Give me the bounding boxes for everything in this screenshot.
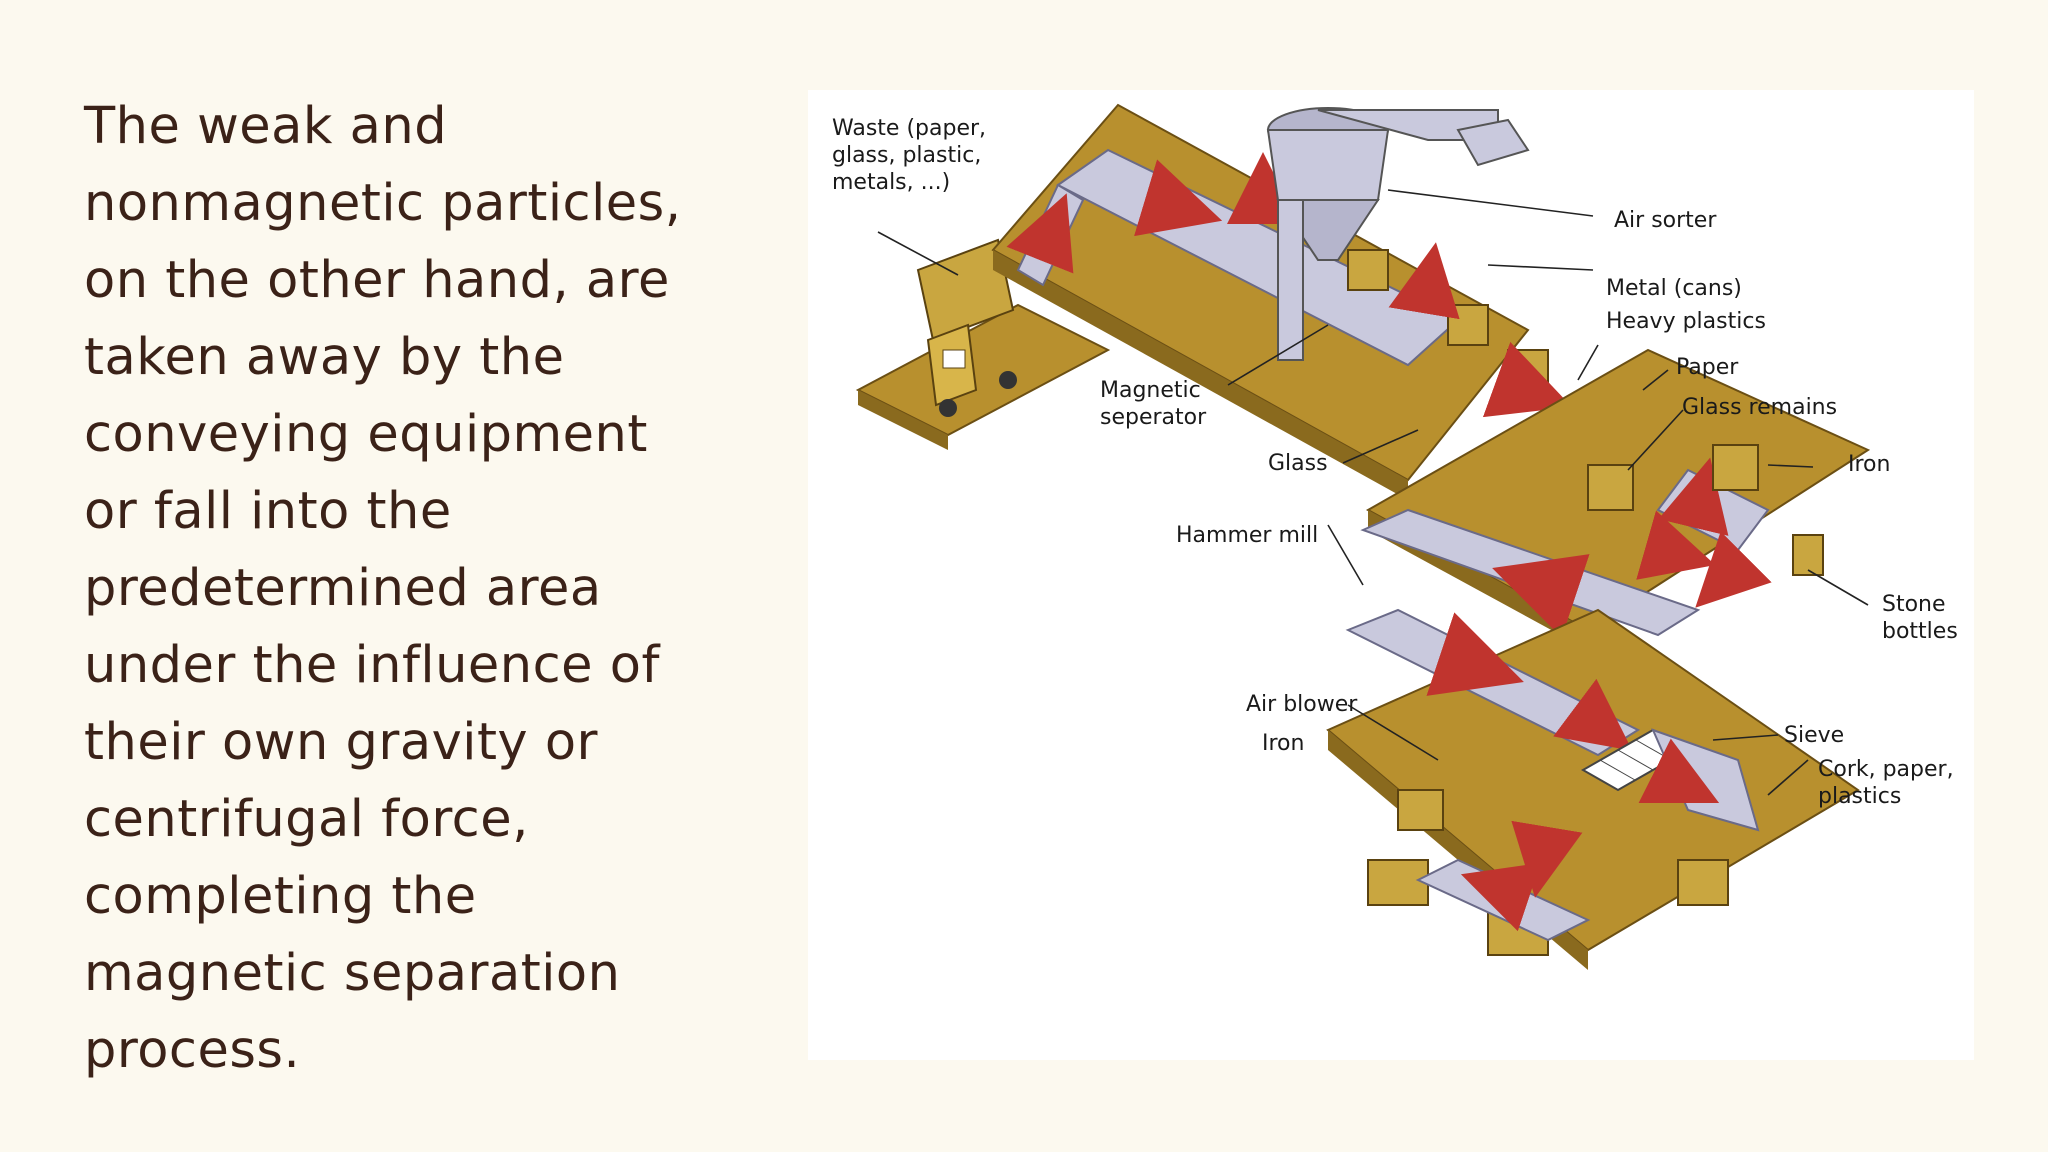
paragraph-line: completing the [84,867,477,926]
flow-arrow [1426,612,1524,696]
label-iron: Iron [1262,731,1304,756]
paragraph-line: magnetic separation [84,944,621,1003]
paragraph-line: predetermined area [84,559,602,618]
flow-arrow [1492,554,1590,638]
label-metal-cans: Metal (cans) [1606,276,1742,301]
paragraph-line: on the other hand, are [84,251,670,310]
label-hammer-mill: Hammer mill [1176,523,1318,548]
paragraph-line: conveying equipment [84,405,648,464]
body-paragraph: The weak and nonmagnetic particles, on t… [84,88,744,1089]
label-waste: metals, ...) [832,170,950,195]
label-glass: Glass [1268,451,1328,476]
air-sorter-cyclone [1266,107,1530,361]
label-glass-remains: Glass remains [1682,395,1837,420]
label-stone: Stone [1882,592,1946,617]
flow-arrow [1388,242,1460,320]
bin [1587,464,1634,511]
paragraph-line: their own gravity or [84,713,598,772]
flow-arrow [1638,738,1720,804]
truck-platform-side [858,390,948,450]
flow-arrow [1658,457,1729,536]
label-sieve: Sieve [1784,723,1844,748]
flow-arrow [1553,678,1633,751]
bin [1792,534,1824,576]
flow-arrow [1460,862,1541,932]
top-platform-side [993,250,1408,500]
label-magnetic-separator: Magnetic [1100,378,1201,403]
paragraph-line: centrifugal force, [84,790,529,849]
label-waste: Waste (paper, [832,116,986,141]
paragraph-line: nonmagnetic particles, [84,174,682,233]
diagram-canvas: Waste (paper, glass, plastic, metals, ..… [832,103,1958,970]
top-platform [991,103,1530,482]
flow-arrow [1006,193,1074,274]
paragraph-line: or fall into the [84,482,452,541]
label-air-blower: Air blower [1246,692,1358,717]
bin [1447,304,1489,346]
label-stone: bottles [1882,619,1958,644]
label-cork-paper-plastics: plastics [1818,784,1901,809]
leader-lines [877,189,1869,796]
flow-arrow [1134,159,1223,237]
paragraph-line: The weak and [84,97,448,156]
label-air-sorter: Air sorter [1614,208,1717,233]
label-iron: Iron [1848,452,1890,477]
label-waste: glass, plastic, [832,143,981,168]
separation-plant-diagram: Waste (paper, glass, plastic, metals, ..… [808,90,1974,1060]
paragraph-line: process. [84,1021,301,1080]
flow-arrow [1482,341,1572,418]
flow-arrow [1636,510,1716,580]
paragraph-line: under the influence of [84,636,660,695]
bin [1712,444,1759,491]
flow-arrow [1695,531,1772,608]
flow-arrow [1511,820,1583,898]
paragraph-line: taken away by the [84,328,565,387]
bin [1367,859,1429,906]
bin [1677,859,1729,906]
label-paper: Paper [1676,355,1739,380]
label-heavy-plastics: Heavy plastics [1606,309,1766,334]
label-magnetic-separator: seperator [1100,405,1207,430]
truck-icon [916,238,1017,417]
bin [1347,249,1389,291]
label-cork-paper-plastics: Cork, paper, [1818,757,1954,782]
bin [1397,789,1444,831]
